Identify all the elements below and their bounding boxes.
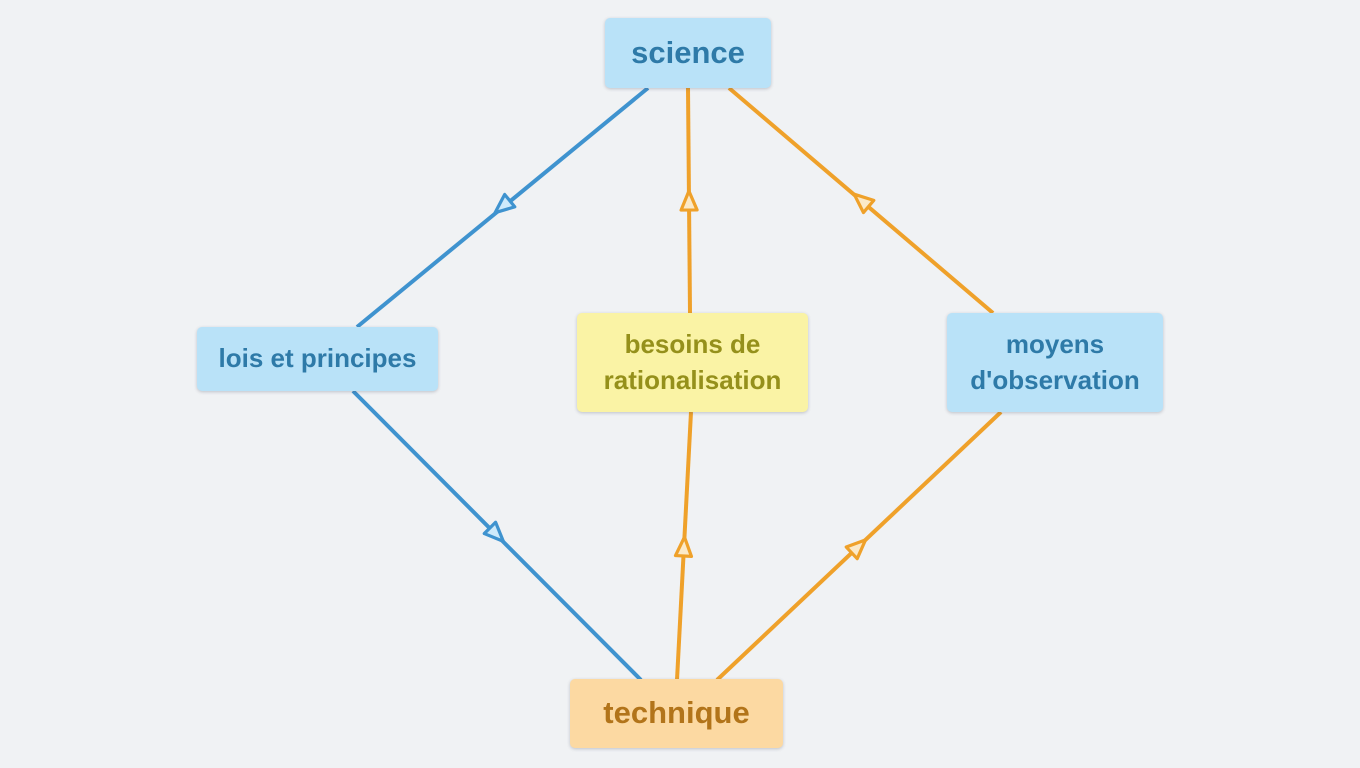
node-label: lois et principes [218, 343, 417, 374]
node-technique[interactable]: technique [570, 679, 783, 748]
node-label: technique [603, 695, 750, 731]
node-besoins-de-rationalisation[interactable]: besoins de rationalisation [577, 313, 808, 412]
node-label: moyens d'observation [970, 328, 1140, 395]
arrowhead-moyens-to-science [852, 192, 876, 215]
node-label: besoins de rationalisation [603, 328, 782, 395]
node-moyens-d-observation[interactable]: moyens d'observation [947, 313, 1163, 412]
node-lois-et-principes[interactable]: lois et principes [197, 327, 438, 391]
node-label: science [631, 34, 745, 70]
arrowhead-besoins-to-science [679, 189, 699, 212]
arrowhead-lois-to-technique [482, 520, 505, 543]
node-science[interactable]: science [605, 18, 771, 88]
arrowhead-science-to-lois [493, 192, 517, 215]
arrowhead-technique-to-moyens [844, 538, 868, 561]
arrowhead-technique-to-besoins [673, 535, 694, 559]
